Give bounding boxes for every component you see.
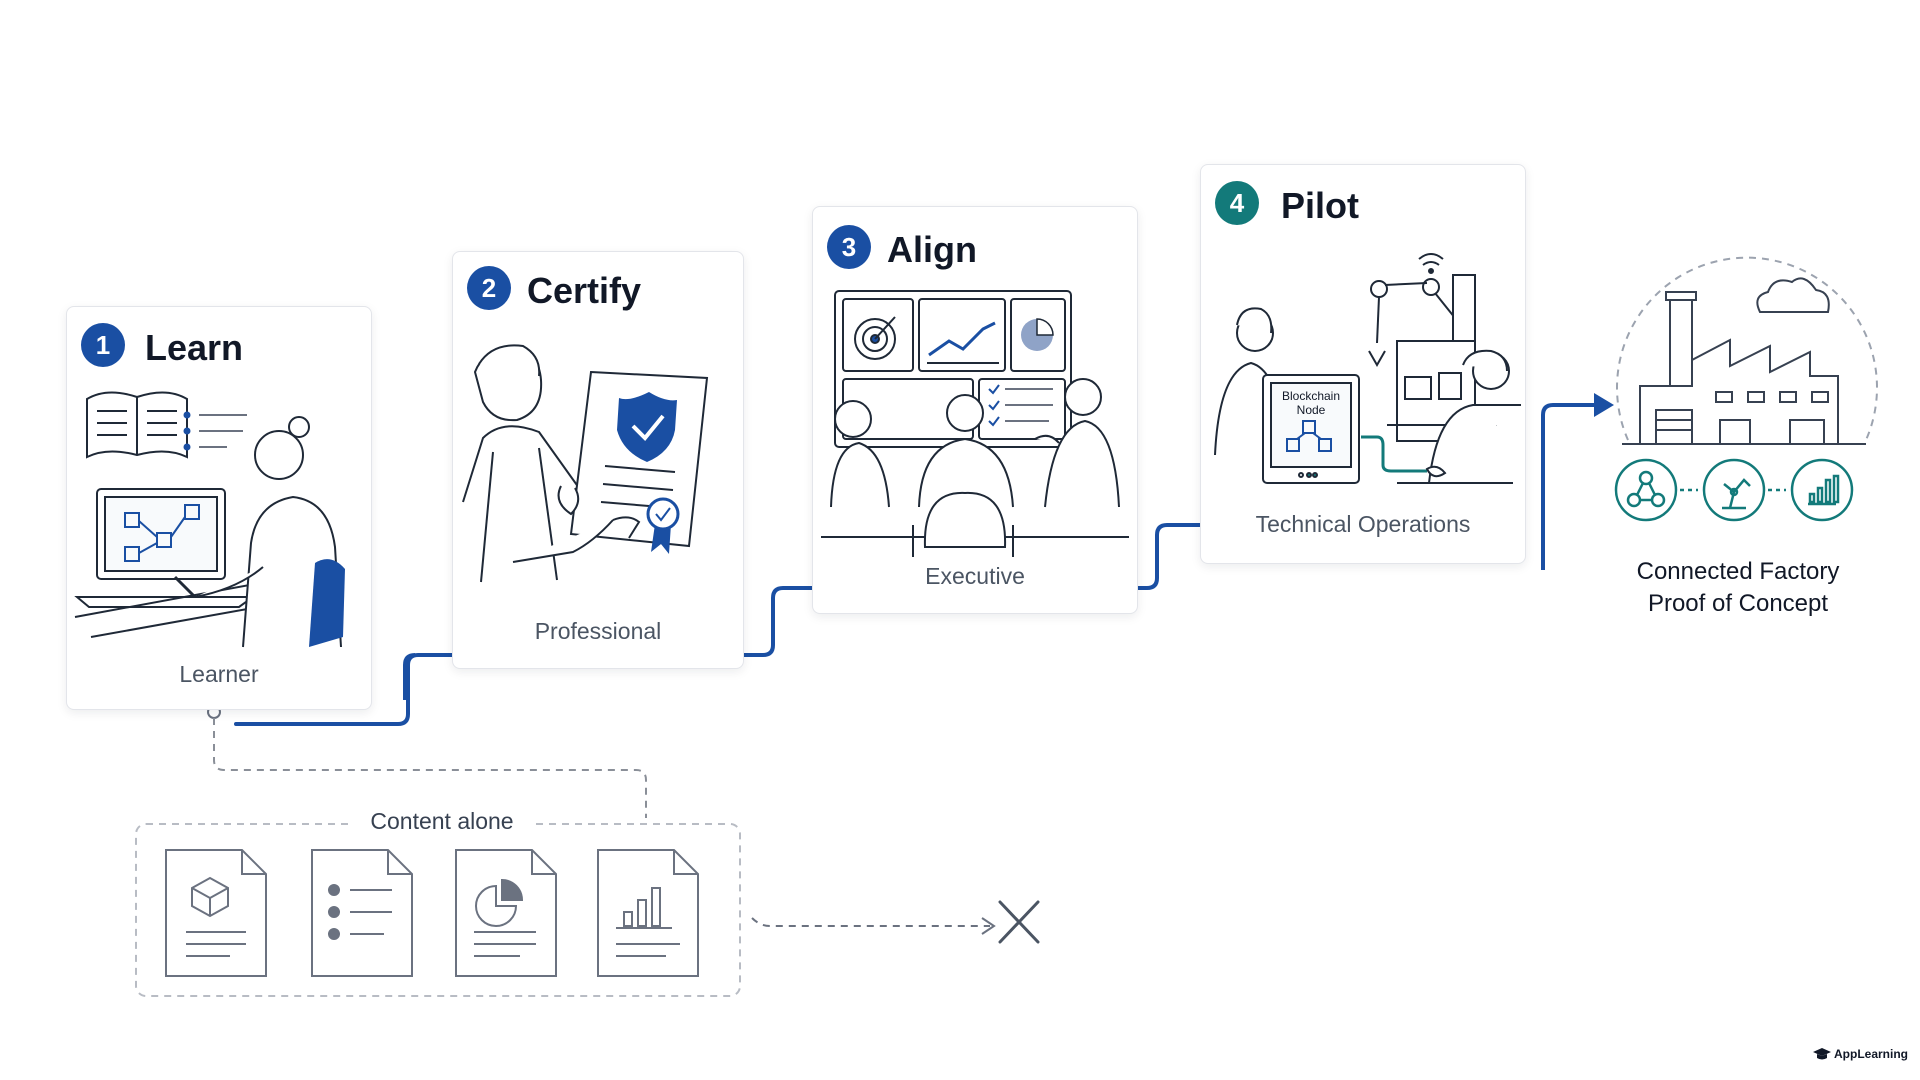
pie-icon [1021, 318, 1054, 351]
step-card-certify: 2 Certify Professional [452, 251, 744, 669]
cloud-icon [1756, 277, 1830, 313]
executive-illustration [821, 290, 1129, 557]
step-title: Certify [527, 270, 642, 311]
step-card-align: 3 Align Executive [812, 206, 1138, 614]
learner-illustration [74, 391, 345, 648]
blockchain-node-label-line1: Blockchain [1281, 389, 1341, 403]
content-alone-label: Content alone [370, 808, 514, 834]
step-role-label: Professional [534, 618, 662, 644]
doc-bar-chart-icon [597, 849, 699, 977]
shield-check-icon [617, 392, 677, 462]
goal-label-line2: Proof of Concept [1647, 590, 1829, 617]
technical-operations-illustration [1214, 253, 1521, 484]
step-number-badge: 4 [1215, 181, 1259, 225]
step-card-pilot: 4 Pilot Blockchain Node Technical Operat… [1200, 164, 1526, 564]
chair-icon [309, 559, 345, 647]
checklist-icon [988, 384, 1053, 427]
doc-list-icon [311, 849, 413, 977]
list-icon [183, 411, 247, 451]
goal-dashed-arc [1616, 256, 1878, 441]
blockchain-cubes-icon [124, 504, 200, 562]
wifi-icon [1418, 253, 1444, 274]
step-card-learn: 1 Learn Learner [66, 306, 372, 710]
progress-path [234, 523, 1202, 726]
teal-cable [1361, 435, 1427, 473]
doc-cube-icon [165, 849, 267, 977]
doc-pie-icon [455, 849, 557, 977]
goal-arrow-line [1541, 403, 1598, 570]
step-number-badge: 3 [827, 225, 871, 269]
step-role-label: Executive [925, 563, 1025, 589]
step-number-badge: 1 [81, 323, 125, 367]
step-title: Learn [145, 327, 244, 368]
blockchain-cubes-icon [1286, 420, 1332, 452]
goal-label-line1: Connected Factory [1636, 558, 1840, 585]
step-role-label: Technical Operations [1255, 511, 1471, 537]
robot-arm-icon [1702, 458, 1766, 522]
factory-icon [1622, 291, 1866, 445]
dashed-branch [213, 718, 647, 818]
dead-end-x-icon [998, 900, 1040, 944]
step-number-badge: 2 [467, 266, 511, 310]
step-role-label: Learner [179, 661, 259, 687]
progress-path-step [403, 653, 416, 700]
dead-end-arrow [751, 917, 990, 927]
goal-arrowhead [1594, 393, 1614, 417]
brand-logo: AppLearning [1834, 1047, 1908, 1061]
network-node-icon [1614, 458, 1678, 522]
goal-label: Connected Factory Proof of Concept [1600, 556, 1876, 620]
trend-line-icon [928, 321, 996, 357]
step-title: Pilot [1281, 185, 1359, 226]
step-title: Align [887, 229, 977, 270]
target-icon [854, 316, 896, 360]
blockchain-node-device [1262, 374, 1360, 484]
graduation-cap-icon [1813, 1048, 1831, 1060]
blockchain-node-label-line2: Node [1296, 403, 1326, 417]
professional-illustration [462, 344, 709, 583]
analytics-icon [1790, 458, 1854, 522]
ribbon-seal-icon [646, 497, 680, 554]
